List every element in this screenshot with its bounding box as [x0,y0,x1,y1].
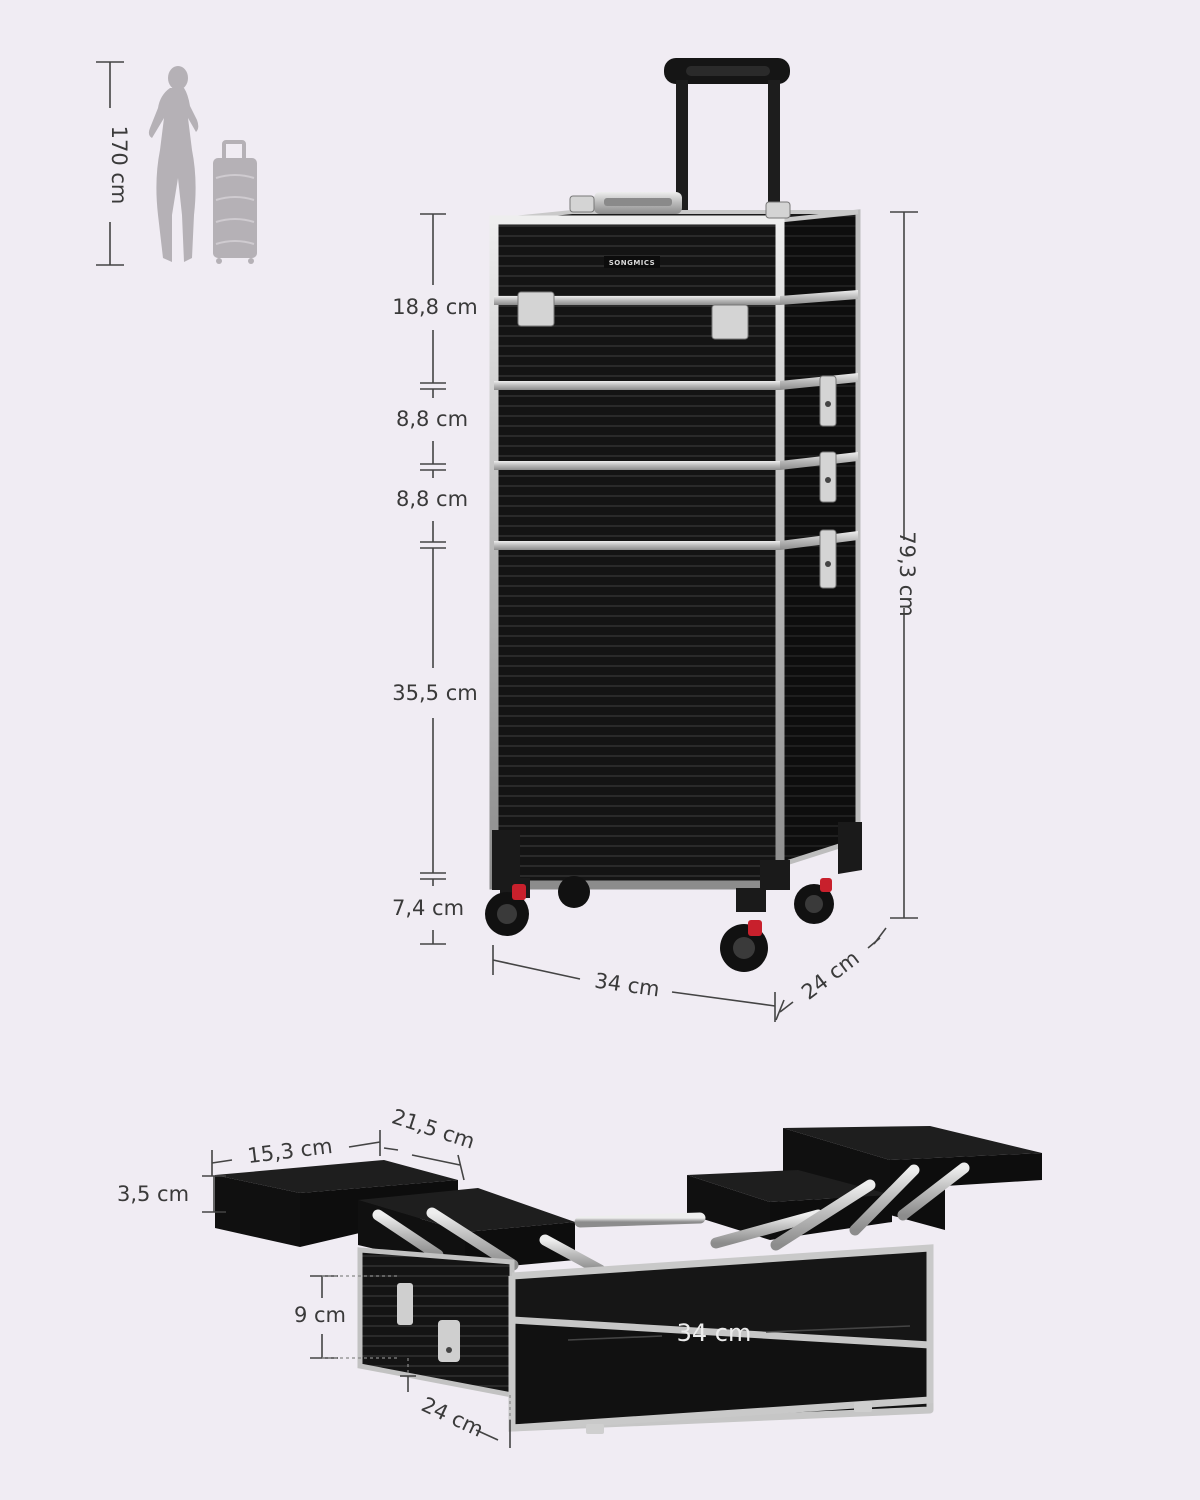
section-2-height-label: 8,8 cm [396,407,468,431]
section-3-height-label: 8,8 cm [396,487,468,511]
case-depth-label: 24 cm [797,946,864,1005]
reference-height-label: 170 cm [107,126,131,205]
base-side-lock [397,1283,460,1362]
tray-width-label: 15,3 cm [246,1134,334,1168]
base-frame [508,1244,934,1432]
corner-protectors [492,822,862,890]
total-height-label: 79,3 cm [895,531,919,616]
wheel-front-left [485,878,530,936]
tray-length-label: 21,5 cm [389,1104,478,1153]
section-1-height-label: 18,8 cm [392,295,477,319]
lock-keyholes [825,401,831,567]
carry-handle [594,192,682,214]
section-4-height-label: 35,5 cm [392,681,477,705]
upright-trolley-case: SONGMICS [485,58,862,972]
section-5-height-label: 7,4 cm [392,896,464,920]
inner-width-label: 34 cm [677,1319,752,1347]
case-front-frame [489,215,785,890]
brand-plate [604,256,660,268]
wheel-back-right [794,878,834,924]
scale-reference: 170 cm [96,61,257,266]
base-back-wall [357,1247,515,1399]
brand-logo: SONGMICS [609,259,655,267]
spinner-wheels [485,876,834,972]
height-dimension-line [96,61,124,266]
woman-silhouette-icon [148,66,199,262]
base-feet [586,1402,872,1434]
upright-dimension-lines [420,211,918,1022]
base-height-label: 9 cm [294,1303,346,1327]
open-dimension-lines [202,1130,911,1448]
open-dimension-guides [322,1275,511,1420]
section-separators [494,290,858,550]
wheel-back-left [558,876,590,908]
wheel-front-right [720,888,768,972]
case-width-label: 34 cm [593,969,661,1002]
base-depth-label: 24 cm [418,1392,487,1441]
suitcase-icon [213,140,257,264]
telescopic-handle [664,58,790,220]
hinge-arms [372,1162,970,1276]
tray-height-label: 3,5 cm [117,1182,189,1206]
open-cantilever-case [215,1126,1042,1434]
